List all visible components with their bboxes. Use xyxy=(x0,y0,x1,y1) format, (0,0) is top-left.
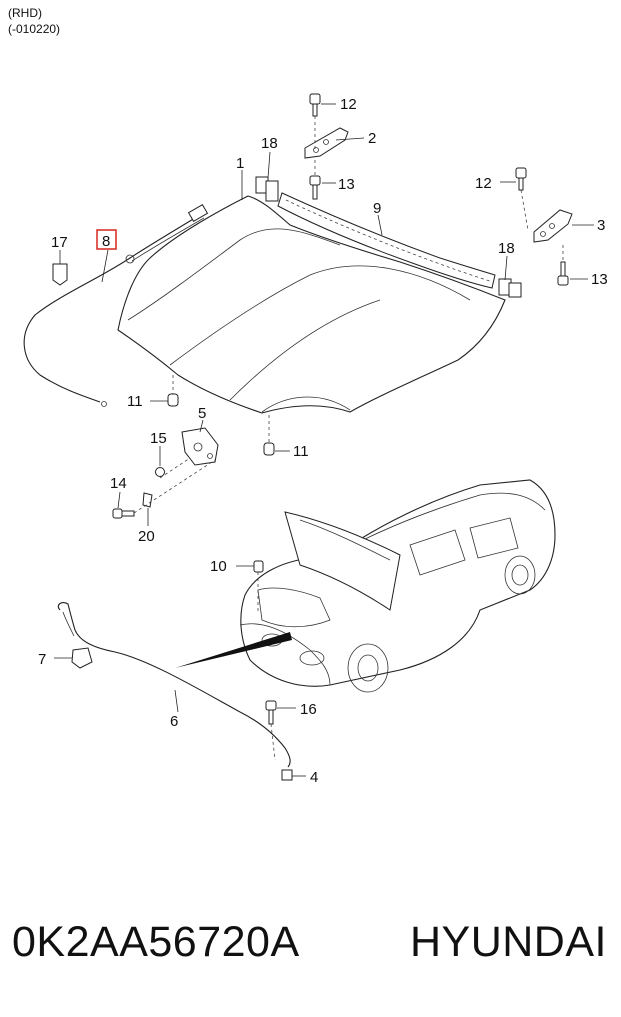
hood-weatherstrip[interactable] xyxy=(277,192,496,289)
part-number: 0K2AA56720A xyxy=(12,918,300,966)
hood-panel[interactable] xyxy=(117,195,506,414)
hinge-bolt-13-right[interactable] xyxy=(557,261,569,286)
cable-clip[interactable] xyxy=(52,263,68,286)
vehicle-illustration xyxy=(239,479,556,693)
callout-bumper-stop-upper: 11 xyxy=(127,393,143,410)
hinge-bolt-12-right[interactable] xyxy=(515,167,527,191)
guide-line xyxy=(270,723,276,761)
hood-bumper-left[interactable] xyxy=(255,176,279,202)
callout-bumper-right: 18 xyxy=(498,240,515,257)
callout-hinge-bolt-right: 12 xyxy=(475,175,492,192)
hood-release-cable[interactable] xyxy=(23,203,209,407)
cable-holder-7[interactable] xyxy=(71,647,93,669)
hood-hinge-left[interactable] xyxy=(304,127,349,159)
callout-cable-clip: 17 xyxy=(51,234,68,251)
release-cable-lower[interactable] xyxy=(57,602,291,768)
callout-cable-holder: 7 xyxy=(38,651,46,668)
bolt-16[interactable] xyxy=(265,700,277,725)
bumper-stop-11-upper[interactable] xyxy=(167,393,179,407)
callout-latch-bolt: 14 xyxy=(110,475,127,492)
latch-bolt-14[interactable] xyxy=(112,508,135,519)
leader-lines xyxy=(54,103,594,777)
callout-hinge-lower-bolt-right: 13 xyxy=(591,271,608,288)
clip-10[interactable] xyxy=(253,560,264,573)
callout-latch-nut: 15 xyxy=(150,430,167,447)
guide-line xyxy=(159,457,191,479)
callout-hinge-lower-bolt-left: 13 xyxy=(338,176,355,193)
callout-cable-clip-4: 4 xyxy=(310,769,318,786)
callout-release-cable-lower: 6 xyxy=(170,713,178,730)
cable-clip-4[interactable] xyxy=(281,769,293,781)
hood-latch[interactable] xyxy=(181,427,219,466)
hinge-bolt-13-left[interactable] xyxy=(309,175,321,200)
callout-hinge-right: 3 xyxy=(597,217,605,234)
callout-bolt-16: 16 xyxy=(300,701,317,718)
hinge-bolt-12-left[interactable] xyxy=(309,93,321,117)
exploded-parts-diagram: 1 12 2 18 13 9 12 3 18 13 17 8 11 11 5 1… xyxy=(23,93,608,786)
callout-release-cable[interactable]: 8 xyxy=(102,233,110,250)
callout-bumper-stop-lower: 11 xyxy=(293,443,309,460)
callout-hinge-left: 2 xyxy=(368,130,376,147)
callout-washer: 20 xyxy=(138,528,155,545)
callout-bumper-left: 18 xyxy=(261,135,278,152)
callout-hood: 1 xyxy=(236,155,244,172)
callout-hinge-bolt-left: 12 xyxy=(340,96,357,113)
callout-clip: 10 xyxy=(210,558,227,575)
hood-bumper-right[interactable] xyxy=(498,278,522,298)
guide-line xyxy=(520,189,529,231)
brand-name: HYUNDAI xyxy=(409,918,607,966)
latch-washer-20[interactable] xyxy=(142,492,153,508)
hood-hinge-right[interactable] xyxy=(533,209,573,243)
bumper-stop-11-lower[interactable] xyxy=(263,442,275,456)
guide-line xyxy=(133,459,216,514)
variant-note: (RHD) xyxy=(8,6,42,20)
callout-latch: 5 xyxy=(198,405,206,422)
callout-cable-highlight-box xyxy=(96,229,117,250)
date-range-note: (-010220) xyxy=(8,22,61,36)
callout-weatherstrip: 9 xyxy=(373,200,381,217)
pointer-arrow xyxy=(175,632,292,668)
latch-nut-15[interactable] xyxy=(155,467,165,477)
